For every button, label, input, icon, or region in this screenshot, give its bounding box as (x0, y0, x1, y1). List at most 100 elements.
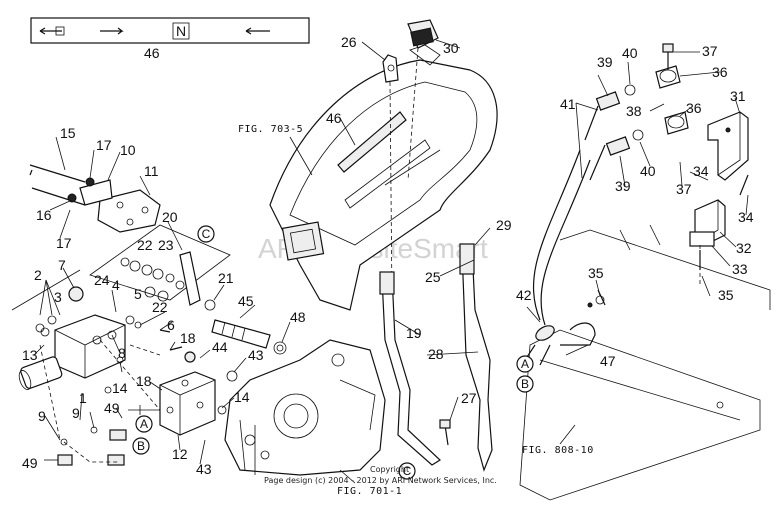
callout-26: 26 (341, 34, 357, 50)
pipe-47 (560, 322, 596, 346)
callout-6: 6 (167, 317, 175, 333)
callout-35: 35 (588, 265, 604, 281)
bracket-31 (707, 111, 749, 181)
fig-ref-703-5: FIG. 703-5 (238, 124, 303, 135)
hose-29 (532, 149, 581, 321)
callout-48: 48 (290, 309, 306, 325)
callout-35b: 35 (718, 287, 734, 303)
shaft-45 (211, 319, 271, 349)
callout-33: 33 (732, 261, 748, 277)
bolt-15 (29, 164, 86, 183)
callout-29: 29 (496, 217, 512, 233)
callout-13: 13 (22, 347, 38, 363)
callout-43: 43 (248, 347, 264, 363)
callout-40: 40 (622, 45, 638, 61)
ref-circle-b-left: B (132, 437, 150, 455)
callout-16: 16 (36, 207, 52, 223)
callout-28: 28 (428, 346, 444, 362)
callout-25: 25 (425, 269, 441, 285)
callout-12: 12 (172, 446, 188, 462)
shift-lever-28 (459, 243, 493, 472)
callout-34b: 34 (738, 209, 754, 225)
callout-23: 23 (158, 237, 174, 253)
svg-text:C: C (202, 227, 211, 241)
callout-36: 36 (712, 64, 728, 80)
callout-22: 22 (137, 237, 153, 253)
leader-lines (33, 39, 749, 465)
clamp-36 (655, 65, 689, 135)
callout-18: 18 (180, 330, 196, 346)
copyright-line-1: Copyright (370, 465, 409, 474)
callout-37: 37 (702, 43, 718, 59)
copyright-line-2: Page design (c) 2004 - 2012 by ARI Netwo… (264, 476, 497, 485)
callout-40b: 40 (640, 163, 656, 179)
callout-14: 14 (112, 380, 128, 396)
callout-9b: 9 (72, 405, 80, 421)
callout-49b: 49 (22, 455, 38, 471)
shift-lever-19 (379, 271, 441, 466)
callout-14b: 14 (234, 389, 250, 405)
block-33 (689, 231, 715, 247)
svg-text:A: A (521, 357, 529, 371)
callout-41: 41 (560, 96, 576, 112)
callout-34: 34 (693, 163, 709, 179)
callout-17: 17 (96, 137, 112, 153)
callout-31: 31 (730, 88, 746, 104)
callout-17b: 17 (56, 235, 72, 251)
callout-4: 4 (112, 277, 120, 293)
transmission-housing (224, 339, 386, 476)
bolt-16 (31, 187, 86, 206)
callout-22b: 22 (152, 299, 168, 315)
callout-2: 2 (34, 267, 42, 283)
fig-ref-808-10: FIG. 808-10 (522, 445, 594, 456)
callout-45: 45 (238, 293, 254, 309)
callout-43b: 43 (196, 461, 212, 477)
callout-38: 38 (626, 103, 642, 119)
callout-47: 47 (600, 353, 616, 369)
callout-20: 20 (162, 209, 178, 225)
svg-text:B: B (521, 377, 529, 391)
callout-36b: 36 (686, 100, 702, 116)
callout-1: 1 (79, 390, 87, 406)
callout-44: 44 (212, 339, 228, 355)
shift-knob (407, 19, 439, 49)
callout-39: 39 (597, 54, 613, 70)
callout-11: 11 (144, 163, 159, 179)
fitting-39 (595, 84, 644, 156)
callout-30: 30 (443, 40, 459, 56)
callout-8: 8 (118, 345, 126, 361)
callout-46: 46 (144, 45, 160, 61)
callout-39b: 39 (615, 178, 631, 194)
svg-text:C: C (403, 464, 412, 478)
mounting-plate (79, 179, 161, 233)
ref-circle-a-left: A (135, 415, 153, 433)
control-valve-left (18, 314, 126, 390)
callout-labels: 46 15 17 10 11 16 17 20 22 23 24 21 2 7 … (22, 34, 754, 477)
ref-circle-b-right: B (516, 375, 534, 393)
callout-9: 9 (38, 408, 46, 424)
callout-7: 7 (58, 257, 66, 273)
callout-15: 15 (60, 125, 76, 141)
lever-link-26 (382, 54, 399, 301)
callout-27: 27 (461, 390, 477, 406)
control-valve-12 (159, 371, 216, 436)
svg-text:B: B (137, 439, 145, 453)
ref-circle-a-right: A (516, 355, 534, 373)
fender-housing (269, 44, 498, 311)
ref-circle-c-top: C (197, 225, 215, 243)
callout-21: 21 (218, 270, 234, 286)
callout-18b: 18 (136, 373, 152, 389)
callout-5: 5 (134, 286, 142, 302)
lever-20 (179, 251, 201, 306)
ref-circle-c-bottom: C (398, 462, 416, 480)
callout-49: 49 (104, 400, 120, 416)
callout-19: 19 (406, 325, 422, 341)
callout-24: 24 (94, 272, 110, 288)
callout-10: 10 (120, 142, 136, 158)
callout-3: 3 (54, 289, 62, 305)
fig-ref-701-1: FIG. 701-1 (337, 486, 402, 497)
callout-46b: 46 (326, 110, 342, 126)
callout-32: 32 (736, 240, 752, 256)
callout-37b: 37 (676, 181, 692, 197)
